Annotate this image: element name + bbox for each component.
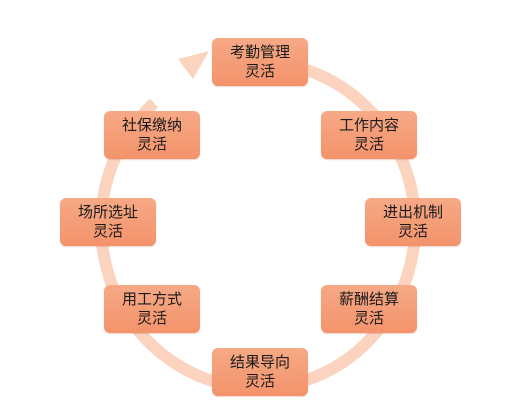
node-employment-mode-line1: 用工方式 <box>121 290 182 308</box>
node-social-insurance-line2: 灵活 <box>136 135 167 153</box>
node-entry-exit: 进出机制 灵活 <box>365 198 461 246</box>
node-attendance-line1: 考勤管理 <box>229 43 290 61</box>
node-salary-settlement-line2: 灵活 <box>353 309 384 327</box>
node-work-content: 工作内容 灵活 <box>321 111 417 159</box>
node-location-line2: 灵活 <box>92 222 123 240</box>
node-work-content-line1: 工作内容 <box>338 116 399 134</box>
node-location: 场所选址 灵活 <box>60 198 156 246</box>
node-result-oriented: 结果导向 灵活 <box>212 348 308 396</box>
node-attendance-line2: 灵活 <box>244 62 275 80</box>
node-employment-mode: 用工方式 灵活 <box>104 285 200 333</box>
node-result-oriented-line2: 灵活 <box>244 372 275 390</box>
node-salary-settlement: 薪酬结算 灵活 <box>321 285 417 333</box>
node-entry-exit-line1: 进出机制 <box>382 203 443 221</box>
node-result-oriented-line1: 结果导向 <box>229 353 290 371</box>
node-employment-mode-line2: 灵活 <box>136 309 167 327</box>
node-work-content-line2: 灵活 <box>353 135 384 153</box>
node-entry-exit-line2: 灵活 <box>397 222 428 240</box>
node-attendance: 考勤管理 灵活 <box>212 38 308 86</box>
node-social-insurance: 社保缴纳 灵活 <box>104 111 200 159</box>
node-social-insurance-line1: 社保缴纳 <box>121 116 182 134</box>
node-location-line1: 场所选址 <box>77 203 138 221</box>
node-salary-settlement-line1: 薪酬结算 <box>338 290 399 308</box>
cycle-arrowhead <box>178 51 209 79</box>
